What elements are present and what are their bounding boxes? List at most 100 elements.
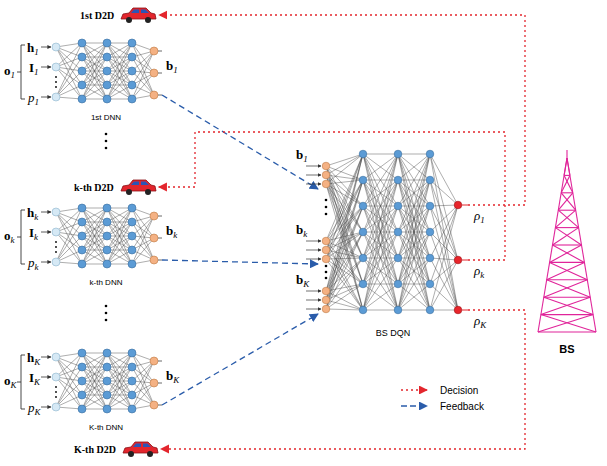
network-caption: K-th DNN xyxy=(89,423,123,433)
ellipsis-dot xyxy=(105,305,108,308)
symbol-subscript: 1 xyxy=(34,67,39,77)
network-link xyxy=(398,232,430,310)
network-link xyxy=(363,154,398,258)
input-arrow xyxy=(306,175,321,176)
network-link xyxy=(107,353,132,395)
math-symbol: bk xyxy=(296,222,307,237)
neuron xyxy=(394,228,402,236)
input-arrow xyxy=(306,259,321,260)
network-link xyxy=(363,180,398,310)
output-stub xyxy=(158,238,162,239)
ellipsis-dot xyxy=(105,133,108,136)
neuron xyxy=(128,218,136,226)
network-links xyxy=(56,208,154,264)
input-arrow xyxy=(41,377,51,378)
tower-strut xyxy=(558,210,578,227)
tower-strut xyxy=(564,158,567,175)
legend-sample xyxy=(400,402,434,410)
input-arrow xyxy=(41,212,51,213)
network-link xyxy=(326,232,363,309)
neuron xyxy=(394,254,402,262)
network-link xyxy=(363,180,398,310)
car-wheel xyxy=(145,189,151,195)
network-link xyxy=(326,175,363,284)
network-link xyxy=(363,154,398,155)
network-link xyxy=(398,154,430,310)
symbol-subscript: K xyxy=(11,380,17,390)
ellipsis-dot xyxy=(325,271,328,274)
network-caption: BS DQN xyxy=(376,328,411,339)
network-link xyxy=(326,309,363,310)
output-stub xyxy=(462,310,468,311)
network-link xyxy=(107,43,132,85)
symbol-base: b xyxy=(296,147,303,162)
neuron xyxy=(78,232,86,240)
network-link xyxy=(430,206,458,310)
symbol-base: p xyxy=(28,255,35,270)
tower-strut xyxy=(553,245,585,262)
legend-line xyxy=(401,389,427,390)
car-body xyxy=(121,180,156,191)
tower-strut xyxy=(555,210,575,227)
symbol-base: o xyxy=(4,228,11,243)
neuron xyxy=(128,232,136,240)
network-link xyxy=(363,154,398,310)
car-wheel xyxy=(128,451,134,457)
output-stub xyxy=(158,383,162,384)
network-link xyxy=(398,180,430,310)
neuron xyxy=(150,47,158,55)
neuron xyxy=(359,306,367,314)
neuron xyxy=(52,43,60,51)
symbol-subscript: k xyxy=(34,232,38,242)
network-link xyxy=(363,154,398,284)
network-link xyxy=(326,258,363,309)
network-link xyxy=(107,367,132,409)
car-icon xyxy=(121,439,159,459)
neuron xyxy=(103,67,111,75)
ellipsis-dot xyxy=(325,265,328,268)
neuron xyxy=(128,204,136,212)
neuron xyxy=(128,377,136,385)
neuron xyxy=(103,363,111,371)
math-symbol: b1 xyxy=(296,147,308,162)
neuron xyxy=(426,176,434,184)
vehicle-label: 1st D2D xyxy=(80,10,114,21)
network-link xyxy=(82,222,107,264)
neuron xyxy=(150,212,158,220)
ellipsis-dot xyxy=(55,86,57,88)
symbol-subscript: K xyxy=(173,375,179,385)
network-link xyxy=(398,154,430,284)
symbol-subscript: k xyxy=(173,230,177,240)
tower-strut xyxy=(541,297,590,314)
network-link xyxy=(107,222,132,264)
network-link xyxy=(82,43,107,85)
network-link xyxy=(363,258,398,310)
symbol-subscript: k xyxy=(34,212,38,222)
symbol-base: p xyxy=(28,90,35,105)
neuron xyxy=(103,405,111,413)
network-link xyxy=(326,180,363,309)
neuron xyxy=(359,280,367,288)
ellipsis-dot xyxy=(55,391,57,393)
car-wheel xyxy=(147,451,153,457)
symbol-base: o xyxy=(4,373,11,388)
network-link xyxy=(82,367,107,409)
network-link xyxy=(430,260,458,310)
car-icon xyxy=(119,5,157,25)
network-neurons xyxy=(322,150,462,314)
network-link xyxy=(430,180,458,310)
neuron xyxy=(322,287,330,295)
neuron xyxy=(103,260,111,268)
car-wheel xyxy=(126,17,132,23)
tower-strut xyxy=(547,280,591,297)
math-symbol: oK xyxy=(4,373,17,388)
symbol-base: h xyxy=(27,205,34,220)
tower-strut xyxy=(561,192,573,193)
legend-row: Feedback xyxy=(400,398,484,414)
network-link xyxy=(398,232,430,310)
neuron xyxy=(426,306,434,314)
network-link xyxy=(398,154,430,284)
dqn-network xyxy=(318,142,468,322)
feedback-arrow xyxy=(162,95,318,189)
network-neurons xyxy=(52,204,158,268)
